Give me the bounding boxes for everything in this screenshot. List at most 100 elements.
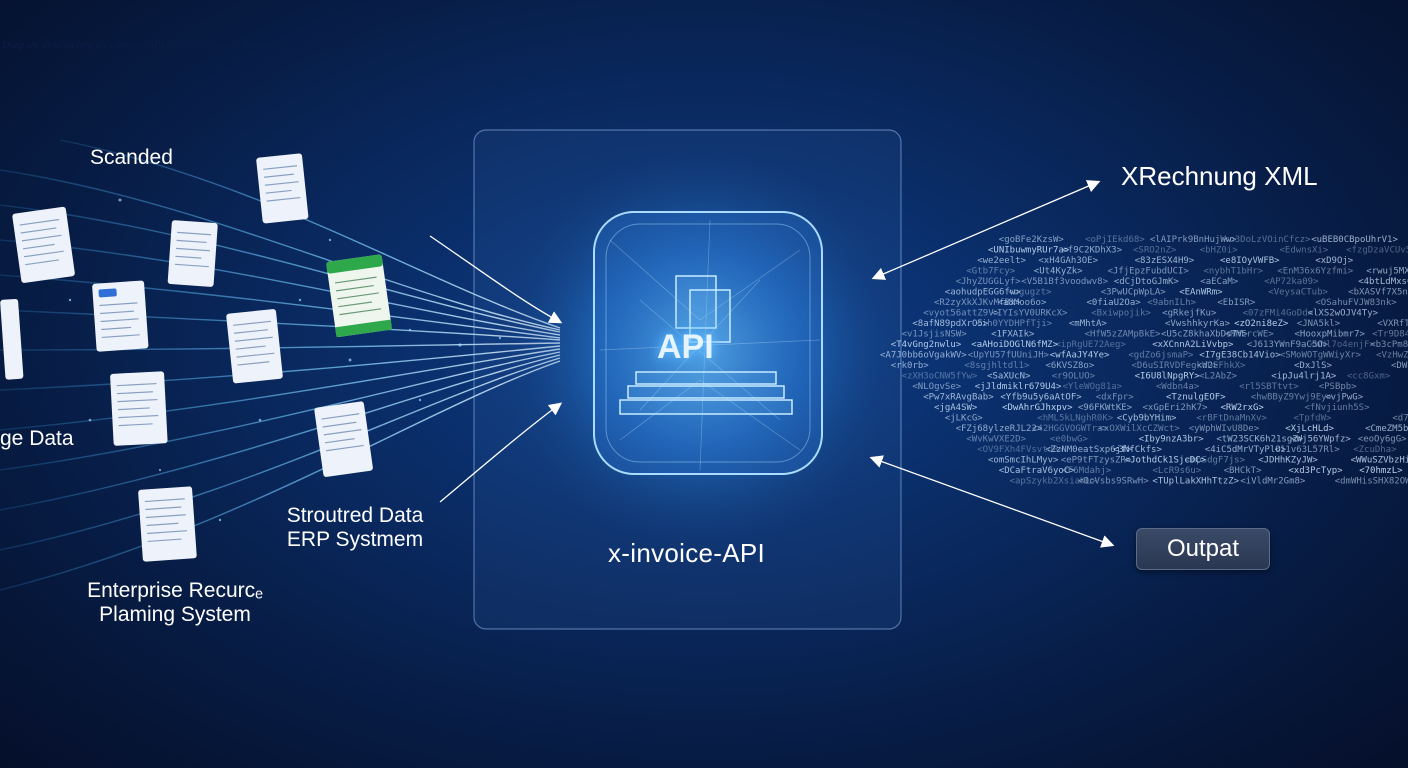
xml-code-fragment: <83zESX4H9> xyxy=(1135,256,1195,266)
xml-code-fragment: <I7gE38Cb14Vio> xyxy=(1199,351,1281,361)
erp-label-line1: Enterprise Recurcₑ xyxy=(87,579,263,602)
xml-code-fragment: <rwuj5MXSrKhS7L> xyxy=(1366,267,1408,277)
xml-code-fragment: <A7J0bb6oVgakWV> xyxy=(880,351,967,361)
xml-code-fragment: <lXS2wOJV4Ty> xyxy=(1308,309,1379,319)
xml-code-fragment: <Yfb9u5y6aAtOF> xyxy=(1000,393,1082,403)
xml-code-fragment: <Ut4KyZk> xyxy=(1034,267,1083,277)
xml-code-fragment: <b3cPm8xT4H0> xyxy=(1370,340,1408,350)
xml-code-fragment: <we2eelt> xyxy=(977,256,1026,266)
xml-code-fragment: <ipRgUE72Aeg> xyxy=(1055,340,1126,350)
api-title: x-invoice-API xyxy=(608,538,766,568)
xml-code-fragment: <Wdbn4a> xyxy=(1156,382,1200,392)
xml-code-fragment: <VeysaCTub> xyxy=(1268,288,1328,298)
xml-code-fragment: <EAnWRm> xyxy=(1179,288,1223,298)
invoice-document-icon xyxy=(226,309,283,384)
xml-code-fragment: <VXRfTr5N8P5lV> xyxy=(1377,319,1408,329)
xml-code-fragment: <DCaFtraV6yoC> xyxy=(999,466,1075,476)
xml-code-fragment: <fzgDzaVCUv5> xyxy=(1346,246,1408,256)
xml-code-fragment: <TznulgEOF> xyxy=(1166,393,1226,403)
xml-code-fragment: <hwBByZ9Ywj9Ey> xyxy=(1251,393,1333,403)
xml-code-fragment: <CmeZM5b> xyxy=(1365,424,1408,434)
xml-code-fragment: <BHCkT> xyxy=(1224,466,1263,476)
xml-code-fragment: <aECaM> xyxy=(1200,277,1239,287)
xml-code-fragment: <JDHhKZyJW> xyxy=(1258,456,1318,466)
xml-code-fragment: <EnM36x6Yzfmi> xyxy=(1277,267,1353,277)
xml-code-fragment: <gdZo6jsmaP> xyxy=(1128,351,1194,361)
xml-code-fragment: <3NfCkfs> xyxy=(1113,445,1162,455)
xml-code-fragment: <lAIPrk9BnHujWw> xyxy=(1150,235,1237,245)
xml-code-fragment: <bXASVf7X5n> xyxy=(1348,288,1408,298)
xml-code-fragment: <Bxiwpojik> xyxy=(1091,309,1151,319)
xml-code-fragment: <RW2rxG> xyxy=(1221,403,1265,413)
xml-code-fragment: <npSdgF7js> xyxy=(1185,456,1245,466)
xml-code-fragment: <JhyZUGGLyf> xyxy=(956,277,1022,287)
xml-code-fragment: <xXCnnA2LiVvbp> xyxy=(1152,340,1234,350)
xml-code-fragment: <dmWHisSHX82OW> xyxy=(1335,477,1408,487)
xml-code-fragment: <HooxpMibmr7> xyxy=(1295,330,1366,340)
erp-label: Enterprise Recurcₑ Plaming System xyxy=(78,579,272,627)
xml-code-fragment: <d7DXw> xyxy=(1392,414,1408,424)
invoice-document-icon xyxy=(256,153,309,224)
xml-code-fragment: <DW8MDT> xyxy=(1391,361,1408,371)
xml-code-fragment: <v1JsjisNSW> xyxy=(902,330,968,340)
xml-code-fragment: <DwAhrGJhxpv> xyxy=(1002,403,1073,413)
xml-code-fragment: <EbISR> xyxy=(1217,298,1256,308)
xml-code-fragment: <e0bwG> xyxy=(1050,435,1089,445)
xml-code-fragment: <xH4GAh3OE> xyxy=(1038,256,1098,266)
xml-code-fragment: <9abnILh> xyxy=(1147,298,1196,308)
invoice-document-icon xyxy=(314,401,373,477)
erp-label-line2: Plaming System xyxy=(99,603,251,626)
xml-code-fragment: <4iC5dMrVTyPlO> xyxy=(1205,445,1287,455)
xml-code-fragment: <yWphWIvU8De> xyxy=(1189,424,1260,434)
xml-code-fragment: <ugugzt> xyxy=(1008,288,1052,298)
xml-code-fragment: <SRO2nZ> xyxy=(1133,246,1177,256)
xml-code-fragment: <rk0rb> xyxy=(891,361,930,371)
output-button[interactable]: Outpat xyxy=(1136,528,1270,570)
xml-code-fragment: <uBEB0CBpoUhrV1> xyxy=(1311,235,1398,245)
xml-code-fragment: <eP9tFTzysZR> xyxy=(1061,456,1132,466)
xml-code-fragment: <AP72ka09> xyxy=(1264,277,1319,287)
xml-code-fragment: <xGpEri2hK7> xyxy=(1143,403,1209,413)
xml-code-fragment: <07zFMi4GoDd> xyxy=(1243,309,1314,319)
xml-code-fragment: <VzHwZFi3oDakZK> xyxy=(1376,351,1408,361)
structured-data-label-line2: ERP Systmem xyxy=(286,528,424,551)
xml-code-fragment: <D6uSIRVDFegkd2> xyxy=(1132,361,1219,371)
xml-code-fragment: <T4vGng2nwlu> xyxy=(891,340,962,350)
xml-code-fragment: <SMoWOTgWWiyXr> xyxy=(1280,351,1362,361)
xml-code-fragment: <rl5SBTtvt> xyxy=(1239,382,1299,392)
xml-code-fragment: <IYIsYV0URKcX> xyxy=(992,309,1068,319)
xml-code-fragment: <jLKcG> xyxy=(945,414,984,424)
xml-code-fragment: <mMhtA> xyxy=(1069,319,1108,329)
xml-code-fragment: <R2zyXkXJKvMfBx> xyxy=(934,298,1021,308)
xml-code-fragment: <3PwUCpWpLA> xyxy=(1101,288,1167,298)
xml-code-fragment: <WWuSZVbzHi5d> xyxy=(1351,456,1408,466)
xml-code-fragment: <MHErcWE> xyxy=(1225,330,1274,340)
xml-code-fragment: <jJldmiklr679U4> xyxy=(975,382,1062,392)
xml-code-fragment: <L2AbZ> xyxy=(1199,372,1238,382)
xml-output-arrow xyxy=(871,180,1101,280)
xml-code-fragment: <vjPwG> xyxy=(1325,393,1364,403)
xml-code-fragment: <Gtb7Fcy> xyxy=(966,267,1015,277)
xml-code-fragment: <apSzykb2XsiaKL> xyxy=(1010,477,1097,487)
xml-code-fragment: <ZzNM0eatSxp6jf> xyxy=(1045,445,1132,455)
diagram-caption: Diagram showing how an x-invoice-API tra… xyxy=(2,40,351,51)
xml-code-fragment: <6KVSZ8o> xyxy=(1046,361,1095,371)
xml-code-fragment: <DxJlS> xyxy=(1294,361,1333,371)
xml-code-fragment: <0cVsbs9SRwH> xyxy=(1078,477,1149,487)
xml-code-fragment: <EdwnsXi> xyxy=(1280,246,1329,256)
xml-code-fragment: <Wj56YWpfz> xyxy=(1291,435,1351,445)
xml-code-fragment: <iVldMr2Gm8> xyxy=(1240,477,1306,487)
xml-code-fragment: <ZcuDha> xyxy=(1353,445,1397,455)
xml-code-fragment: <OSahuFVJW83nk> xyxy=(1315,298,1397,308)
xml-code-fragment: <fNvjiunh5S> xyxy=(1305,403,1371,413)
xml-code-fragment: <goBFe2KzsW> xyxy=(999,235,1065,245)
xml-code-fragment: <zXH3oCNW5fYw> xyxy=(902,372,978,382)
xml-code-fragment: <WNl7o4enjF> xyxy=(1310,340,1376,350)
invoice-document-icon xyxy=(326,254,393,338)
xml-code-fragment: <U5cZ8khaXbDs7V> xyxy=(1161,330,1248,340)
xml-code-fragment: <LcR9s6u> xyxy=(1153,466,1202,476)
xml-code-fragment: <HfW5zZAMpBkE> xyxy=(1085,330,1161,340)
xml-code-fragment: <ipJu4lrj1A> xyxy=(1271,372,1337,382)
xml-code-fragment: <xD9Oj> xyxy=(1315,256,1354,266)
